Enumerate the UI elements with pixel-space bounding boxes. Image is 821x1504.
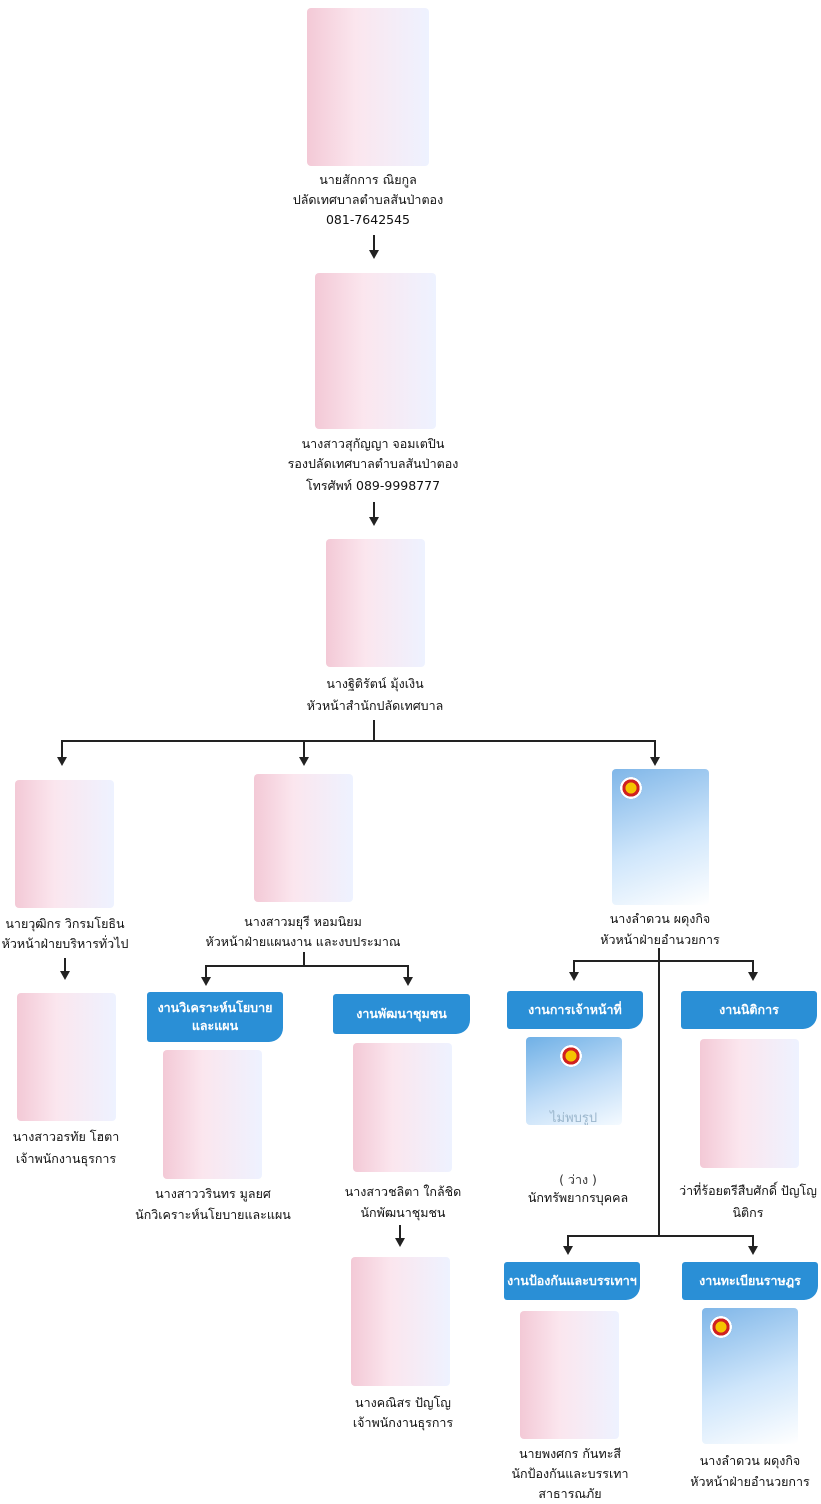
community-clerk-title: เจ้าพนักงานธุรการ <box>352 1415 454 1430</box>
admin-clerk-name: นางสาวอรทัย โฮตา <box>12 1129 120 1144</box>
connector <box>752 1235 754 1247</box>
admin-head-photo <box>15 780 114 908</box>
chief-photo <box>307 8 429 166</box>
facilitation-head-name: นางลำดวน ผดุงกิจ <box>609 911 711 926</box>
arrow-down-icon <box>299 757 309 766</box>
registry-officer-name: นางลำดวน ผดุงกิจ <box>699 1453 801 1468</box>
facilitation-head-photo <box>612 769 709 905</box>
community-unit-label: งานพัฒนาชุมชน <box>333 994 470 1034</box>
community-developer-photo <box>353 1043 452 1172</box>
planning-head-name: นางสาวมยุรี หอมนิยม <box>244 914 362 929</box>
connector <box>373 502 375 518</box>
connector <box>373 720 375 741</box>
personnel-vacant: ( ว่าง ) <box>559 1172 597 1187</box>
arrow-down-icon <box>403 977 413 986</box>
connector <box>61 740 63 758</box>
arrow-down-icon <box>563 1246 573 1255</box>
arrow-down-icon <box>395 1238 405 1247</box>
municipal-logo-icon <box>620 777 642 799</box>
connector <box>573 960 753 962</box>
disaster-unit-label: งานป้องกันและบรรเทาฯ <box>504 1262 640 1300</box>
arrow-down-icon <box>369 250 379 259</box>
community-clerk-name: นางคณิสร ปัญโญ <box>355 1395 451 1410</box>
chief-phone: 081-7642545 <box>325 212 411 227</box>
policy-unit-label: งานวิเคราะห์นโยบายและแผน <box>147 992 283 1042</box>
arrow-down-icon <box>748 1246 758 1255</box>
arrow-down-icon <box>60 971 70 980</box>
connector <box>752 960 754 973</box>
admin-clerk-title: เจ้าพนักงานธุรการ <box>15 1151 117 1166</box>
connector <box>654 740 656 758</box>
disaster-officer-name: นายพงศกร กันทะสี <box>518 1446 622 1461</box>
admin-head-title: หัวหน้าฝ่ายบริหารทั่วไป <box>1 936 129 951</box>
facilitation-head-title: หัวหน้าฝ่ายอำนวยการ <box>600 932 720 947</box>
disaster-officer-title: นักป้องกันและบรรเทา <box>511 1466 629 1481</box>
municipal-logo-icon <box>560 1045 582 1067</box>
connector <box>64 958 66 972</box>
policy-analyst-photo <box>163 1050 262 1179</box>
deputy-name: นางสาวสุกัญญา จอมเตปิน <box>301 436 445 451</box>
connector <box>567 1235 753 1237</box>
connector <box>407 965 409 978</box>
connector <box>567 1235 569 1247</box>
chief-title: ปลัดเทศบาลตำบลสันป่าตอง <box>292 192 444 207</box>
no-photo-text: ไม่พบรูป <box>550 1111 598 1125</box>
office-head-title: หัวหน้าสำนักปลัดเทศบาล <box>306 698 444 713</box>
policy-analyst-name: นางสาววรินทร มูลยศ <box>155 1186 271 1201</box>
admin-clerk-photo <box>17 993 116 1121</box>
community-clerk-photo <box>351 1257 450 1386</box>
legal-officer-name: ว่าที่ร้อยตรีสืบศักดิ์ ปัญโญ <box>679 1183 817 1198</box>
connector <box>303 740 305 758</box>
connector <box>373 235 375 251</box>
connector <box>303 952 305 966</box>
registry-officer-title: หัวหน้าฝ่ายอำนวยการ <box>690 1474 810 1489</box>
planning-head-title: หัวหน้าฝ่ายแผนงาน และงบประมาณ <box>205 934 401 949</box>
connector <box>205 965 207 978</box>
connector <box>61 740 655 742</box>
office-head-name: นางฐิติรัตน์ มุ้งเงิน <box>326 676 424 691</box>
arrow-down-icon <box>569 972 579 981</box>
office-head-photo <box>326 539 425 667</box>
arrow-down-icon <box>748 972 758 981</box>
legal-unit-label: งานนิติการ <box>681 991 817 1029</box>
disaster-officer-photo <box>520 1311 619 1439</box>
policy-analyst-title: นักวิเคราะห์นโยบายและแผน <box>135 1207 291 1222</box>
chief-name: นายสักการ ณิยกูล <box>319 172 417 187</box>
deputy-phone: โทรศัพท์ 089-9998777 <box>305 478 441 493</box>
arrow-down-icon <box>57 757 67 766</box>
personnel-unit-label: งานการเจ้าหน้าที่ <box>507 991 643 1029</box>
arrow-down-icon <box>201 977 211 986</box>
connector <box>205 965 408 967</box>
connector <box>573 960 575 973</box>
arrow-down-icon <box>650 757 660 766</box>
registry-officer-photo <box>702 1308 798 1444</box>
planning-head-photo <box>254 774 353 902</box>
legal-officer-photo <box>700 1039 799 1168</box>
municipal-logo-icon <box>710 1316 732 1338</box>
community-developer-title: นักพัฒนาชุมชน <box>360 1205 446 1220</box>
legal-officer-title: นิติกร <box>732 1205 764 1220</box>
personnel-photo-placeholder: ไม่พบรูป <box>526 1037 622 1125</box>
disaster-officer-title-line2: สาธารณภัย <box>538 1486 602 1501</box>
arrow-down-icon <box>369 517 379 526</box>
connector <box>658 948 660 1236</box>
personnel-title: นักทรัพยากรบุคคล <box>527 1190 629 1205</box>
deputy-photo <box>315 273 436 429</box>
registry-unit-label: งานทะเบียนราษฎร <box>682 1262 818 1300</box>
connector <box>399 1225 401 1239</box>
admin-head-name: นายวุฒิกร วิกรมโยธิน <box>5 916 125 931</box>
deputy-title: รองปลัดเทศบาลตำบลสันป่าตอง <box>287 456 459 471</box>
community-developer-name: นางสาวชลิตา ใกล้ชิด <box>344 1184 462 1199</box>
